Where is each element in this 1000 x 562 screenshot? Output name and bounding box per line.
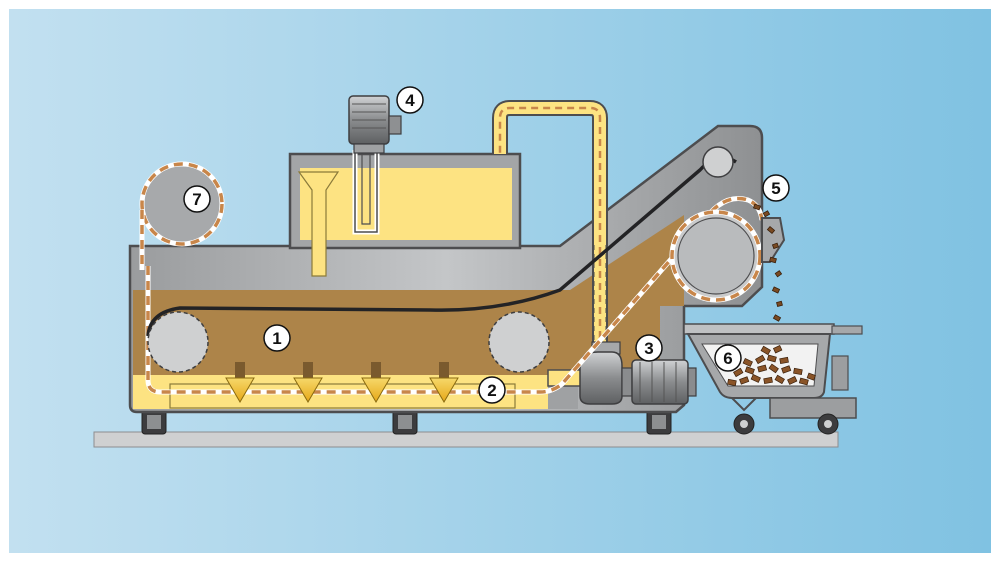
top-motor [348, 95, 402, 154]
callout-7: 7 [183, 185, 211, 213]
callout-2-text: 2 [487, 381, 496, 400]
flow-arrow [293, 362, 323, 403]
flow-arrow [429, 362, 459, 403]
flow-arrow [225, 362, 255, 403]
heater-tube-inner [361, 150, 371, 225]
falling-chips [752, 203, 783, 322]
callout-5-text: 5 [771, 179, 780, 198]
top-tank-oil [300, 168, 512, 240]
callout-6: 6 [714, 344, 742, 372]
callout-4: 4 [396, 86, 424, 114]
heater-tube-line [354, 150, 378, 233]
callout-3-text: 3 [644, 339, 653, 358]
chip-pile [727, 345, 816, 387]
pump-assembly [579, 341, 697, 405]
conveyor-chain [146, 196, 764, 394]
flow-arrows [225, 362, 459, 403]
flow-arrow [361, 362, 391, 403]
callout-1: 1 [263, 324, 291, 352]
callout-5: 5 [762, 174, 790, 202]
oil-pipe-flow [498, 106, 602, 350]
top-drum [702, 146, 734, 178]
callout-1-text: 1 [272, 329, 281, 348]
tray-inner-outline [169, 383, 516, 409]
callout-2: 2 [478, 376, 506, 404]
middle-drum [488, 311, 550, 373]
discharge-drum-core [677, 217, 755, 295]
machine-feet [141, 409, 672, 435]
filter-roll-drum [139, 161, 225, 247]
callout-3: 3 [635, 334, 663, 362]
callout-7-text: 7 [192, 190, 201, 209]
callout-4-text: 4 [405, 91, 415, 110]
oil-inlet-funnel [297, 171, 340, 277]
floor-rail [93, 431, 839, 448]
callout-6-text: 6 [723, 349, 732, 368]
left-drum [147, 311, 209, 373]
discharge-drum-chain [670, 210, 762, 302]
